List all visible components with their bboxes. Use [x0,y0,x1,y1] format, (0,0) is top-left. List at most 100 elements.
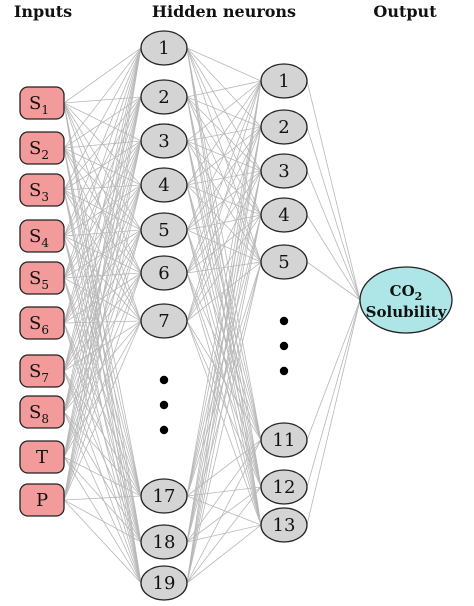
connection-line [63,47,142,279]
connection-line [186,486,262,584]
hidden1-neuron: 7 [140,303,188,339]
connection-line [63,47,142,413]
hidden-layer-2-ellipsis [279,316,289,376]
connection-line [186,320,262,441]
neuron-label: 3 [278,161,289,182]
connection-line [63,47,142,149]
neuron-label: 2 [278,117,289,138]
neuron-ellipse [140,30,188,66]
connection-line [63,456,142,584]
connection-line [186,126,262,231]
output-label-line1: CO2 [390,282,423,303]
output-label-line2: Solubility [366,303,448,321]
ellipsis-dot [279,341,289,351]
neuron-label: 1 [278,71,289,92]
input-node: P [19,483,65,517]
hidden2-neuron: 3 [260,153,308,189]
connection-line [63,47,142,191]
neuron-ellipse [140,79,188,115]
neuron-label: 4 [278,205,289,226]
neuron-ellipse [260,507,308,543]
ellipsis-dot [159,400,169,410]
input-box [19,86,65,120]
connection-line [63,456,142,497]
hidden1-neuron: 19 [140,565,188,601]
neuron-ellipse [260,422,308,458]
hidden-neurons-header: Hidden neurons [152,2,296,21]
ellipsis-dot [159,425,169,435]
connection-line [63,320,142,413]
hidden1-neuron: 6 [140,255,188,291]
hidden2-neuron: 2 [260,109,308,145]
neuron-label: 17 [153,486,176,507]
connection-line [186,170,262,584]
ellipsis-dot [279,316,289,326]
input-label: S6 [29,313,49,337]
connection-line [63,495,142,501]
neuron-ellipse [140,303,188,339]
ellipsis-dot [279,366,289,376]
output-ellipse [359,266,453,334]
connection-line [63,229,142,501]
connection-line [186,261,262,322]
hidden-layer-1-ellipsis [159,375,169,435]
hidden2-neuron: 4 [260,197,308,233]
input-node: S7 [19,354,65,388]
connection-line [186,126,262,584]
neuron-label: 3 [158,131,169,152]
connection-line [63,147,142,543]
connection-line [186,524,262,543]
connection-line [186,80,262,497]
input-label: S7 [29,361,49,385]
connection-line [63,96,142,458]
neuron-label: 4 [158,175,169,196]
connection-line [63,184,142,501]
input-node: S3 [19,173,65,207]
connection-line [306,170,361,301]
neuron-ellipse [140,565,188,601]
connection-line [63,499,142,543]
connection-line [63,96,142,279]
input-node: S4 [19,219,65,253]
input-label: S1 [29,93,49,117]
neuron-ellipse [140,255,188,291]
connection-line [63,96,142,191]
neuron-ellipse [260,109,308,145]
input-node: S8 [19,395,65,429]
neuron-label: 13 [273,515,296,536]
connection-line [186,261,262,584]
neuron-label: 6 [158,263,169,284]
input-box [19,440,65,474]
neuron-ellipse [260,244,308,280]
input-box [19,354,65,388]
neuron-label: 7 [158,311,169,332]
output-header: Output [373,2,437,21]
connection-line [63,96,142,372]
hidden1-neuron: 4 [140,167,188,203]
connection-line [63,320,142,501]
hidden2-neuron: 5 [260,244,308,280]
connection-line [186,80,262,322]
input-box [19,131,65,165]
connection-line [306,80,361,301]
neuron-ellipse [140,167,188,203]
neuron-ellipse [140,123,188,159]
hidden2-neuron: 13 [260,507,308,543]
input-label: S2 [29,138,49,162]
input-label: S3 [29,180,49,204]
neuron-ellipse [140,212,188,248]
connection-line [63,47,142,501]
neuron-ellipse [140,524,188,560]
neuron-label: 19 [153,573,176,594]
connection-line [186,80,262,186]
hidden2-neuron: 11 [260,422,308,458]
connection-line [63,499,142,584]
output-node: CO2 Solubility [359,266,453,334]
hidden1-neuron: 1 [140,30,188,66]
input-node: T [19,440,65,474]
connection-line [186,524,262,584]
hidden1-neuron: 2 [140,79,188,115]
connection-line [186,126,262,142]
